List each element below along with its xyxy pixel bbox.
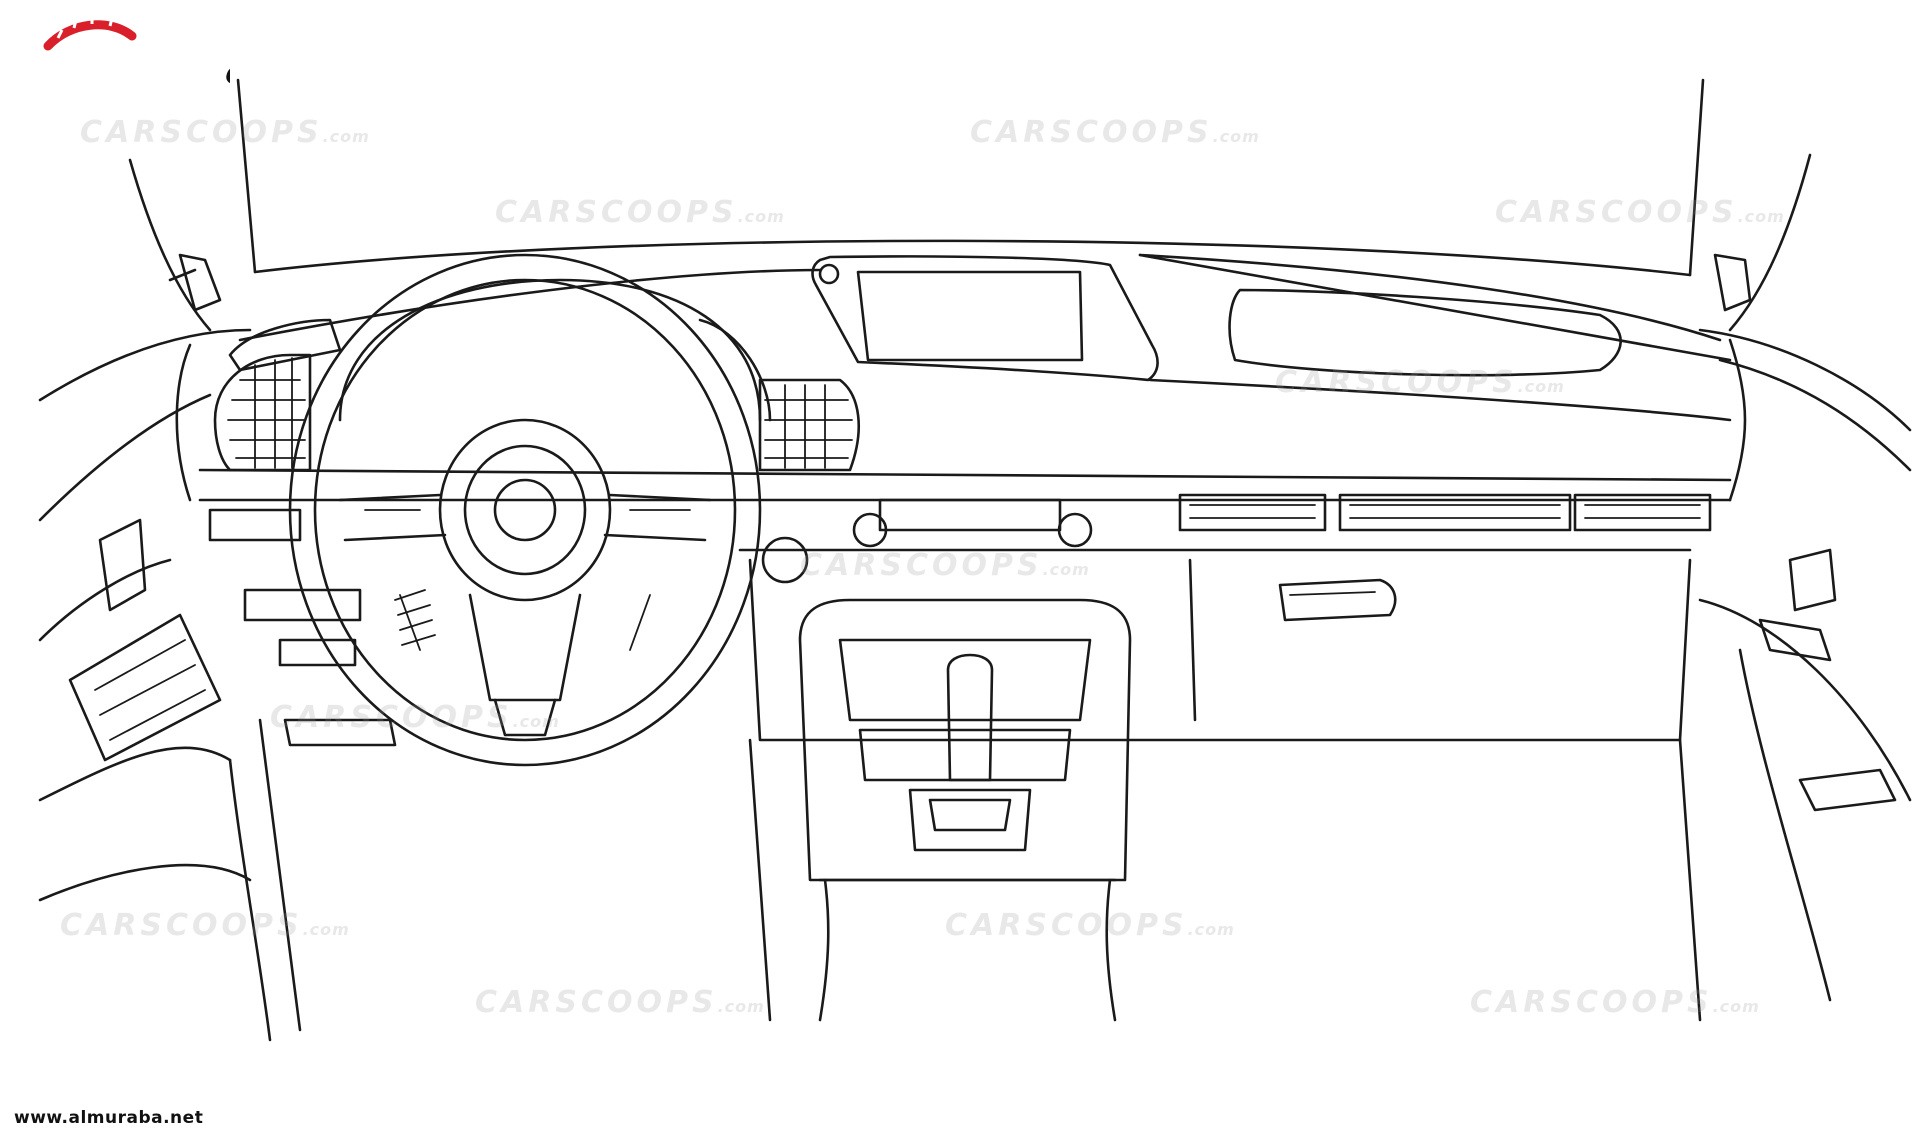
watermark: CARSCOOPS.com <box>1495 195 1785 230</box>
watermark: CARSCOOPS.com <box>475 985 765 1020</box>
watermark: CARSCOOPS.com <box>970 115 1260 150</box>
a-pillars <box>128 78 1812 332</box>
left-door <box>38 253 272 1042</box>
logo-arabic-text: المربع نت <box>222 40 230 97</box>
steering-wheel <box>288 253 762 767</box>
watermark: CARSCOOPS.com <box>800 548 1090 583</box>
almuraba-logo: المربع نت <box>43 16 230 97</box>
instrument-cluster <box>228 278 772 422</box>
floor-lines <box>258 718 1702 1032</box>
center-console <box>738 493 1712 742</box>
logo-url: www.almuraba.net <box>14 1108 204 1128</box>
watermark: CARSCOOPS.com <box>60 908 350 943</box>
passenger-dash-panel <box>1228 288 1622 377</box>
center-left-air-vent <box>758 378 860 472</box>
left-switch-panel <box>208 508 436 747</box>
right-door <box>1698 253 1912 1002</box>
center-infotainment-screen <box>811 255 1159 382</box>
center-tunnel <box>798 598 1132 1022</box>
watermark: CARSCOOPS.com <box>495 195 785 230</box>
watermark: CARSCOOPS.com <box>1470 985 1760 1020</box>
watermark: CARSCOOPS.com <box>270 700 560 735</box>
watermark: CARSCOOPS.com <box>1275 365 1565 400</box>
glovebox <box>1278 578 1397 622</box>
left-air-vent <box>213 353 312 472</box>
watermark: CARSCOOPS.com <box>80 115 370 150</box>
watermark: CARSCOOPS.com <box>945 908 1235 943</box>
